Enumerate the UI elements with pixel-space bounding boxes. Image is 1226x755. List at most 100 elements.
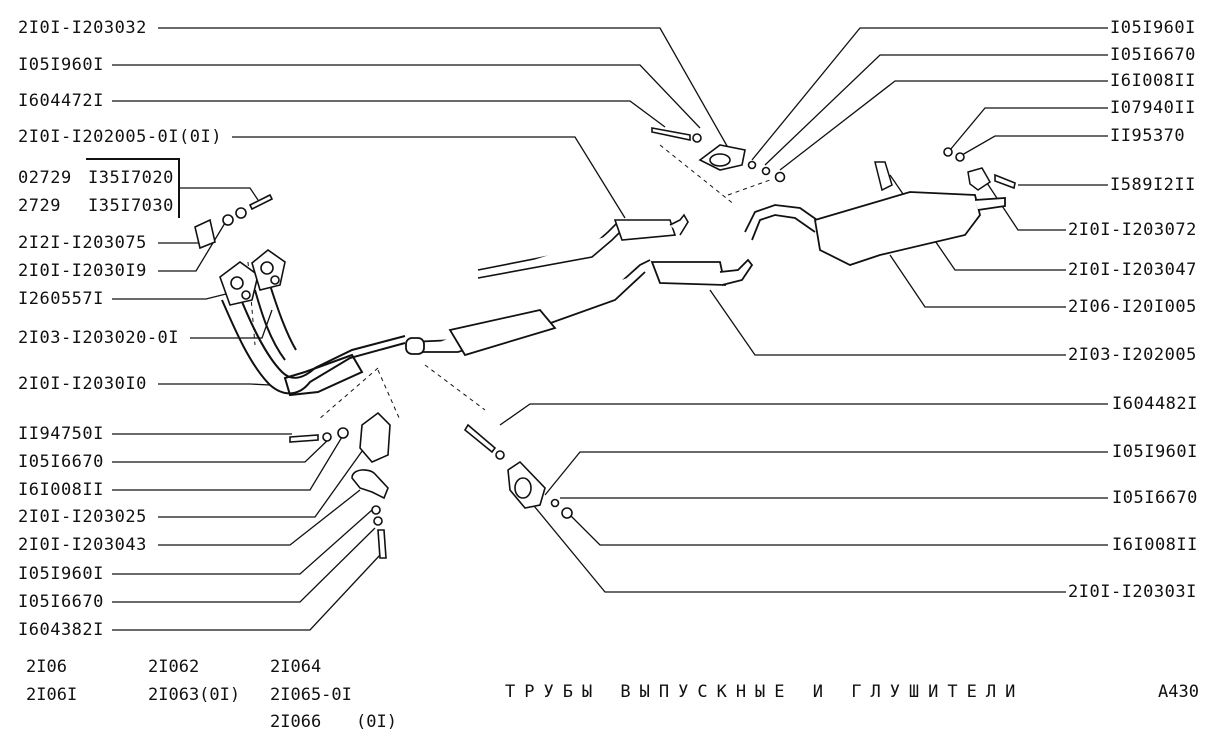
rear-pipe-outlet xyxy=(719,258,754,286)
muffler-bracket xyxy=(967,167,991,191)
flange-hole xyxy=(270,275,280,285)
bolt xyxy=(463,423,497,454)
part-label-left: 2I0I-I203025 xyxy=(18,507,147,527)
leader-line xyxy=(158,217,229,272)
part-label-right: 2I03-I202005 xyxy=(1068,345,1197,365)
leader-line xyxy=(499,403,1108,426)
front-pipe xyxy=(254,289,286,361)
pipe-clamp xyxy=(351,469,389,500)
part-label-left: I604382I xyxy=(18,620,104,640)
leader-line xyxy=(984,179,1066,231)
washer xyxy=(747,160,757,170)
bolt xyxy=(377,529,387,559)
muffler-hanger xyxy=(874,161,893,192)
assembly-guide xyxy=(247,261,256,346)
part-label-right: 2I0I-I203047 xyxy=(1068,260,1197,280)
rear-muffler xyxy=(813,191,981,266)
model-code: 2I063(0I) xyxy=(148,685,241,705)
assembly-guide xyxy=(659,144,736,206)
leader-line xyxy=(112,554,381,631)
leader-line xyxy=(889,254,1066,308)
bolt xyxy=(994,173,1016,190)
model-code: (0I) xyxy=(356,712,397,732)
assembly-guide xyxy=(424,364,486,411)
part-label-left: I05I960I xyxy=(18,564,104,584)
part-label-right: I05I960I xyxy=(1110,18,1196,38)
bolt xyxy=(248,193,274,211)
assembly-guide xyxy=(377,369,401,421)
part-label-left: I05I6670 xyxy=(18,592,104,612)
washer xyxy=(550,498,560,508)
part-label-left: 2I2I-I203075 xyxy=(18,233,147,253)
bracket-plate xyxy=(194,218,216,250)
part-label-left: I6I008II xyxy=(18,480,104,500)
part-label-right: 2I0I-I203072 xyxy=(1068,220,1197,240)
part-bracket-frame xyxy=(86,158,180,218)
washer xyxy=(943,147,953,157)
leader-line xyxy=(569,514,1108,546)
washer xyxy=(371,505,381,515)
resonator-shield xyxy=(283,353,364,397)
part-label-left: 2I0I-I202005-0I(0I) xyxy=(18,127,222,147)
model-code: 2I06 xyxy=(26,657,67,677)
part-label-right: II95370 xyxy=(1110,126,1186,146)
leader-line xyxy=(544,451,1108,496)
part-label-right: 2I06-I20I005 xyxy=(1068,297,1197,317)
page-code: A430 xyxy=(1158,682,1199,702)
assembly-guide xyxy=(727,179,771,196)
rear-muffler-tail xyxy=(974,197,1006,211)
part-label-right: I604482I xyxy=(1112,394,1198,414)
part-label-right: I07940II xyxy=(1110,98,1196,118)
nut xyxy=(373,516,383,526)
part-label-left: 2I03-I203020-0I xyxy=(18,328,180,348)
part-label-left: I35I7020 xyxy=(88,168,174,188)
part-label-left: II94750I xyxy=(18,424,104,444)
leader-line xyxy=(779,80,1108,171)
leader-line xyxy=(751,27,1108,161)
front-pipe xyxy=(269,284,297,351)
leader-line xyxy=(112,289,243,300)
leader-line xyxy=(524,494,1066,593)
model-code: 2I066 xyxy=(270,712,322,732)
leader-line xyxy=(112,100,666,128)
front-pipe xyxy=(237,291,406,379)
part-label-left: 2I0I-I2030I0 xyxy=(18,374,147,394)
part-label-right: I6I008II xyxy=(1112,535,1198,555)
part-label-left: I260557I xyxy=(18,289,104,309)
leader-line xyxy=(158,489,361,546)
leader-line xyxy=(178,187,259,201)
part-label-left: 02729 xyxy=(18,168,72,188)
leader-line xyxy=(764,54,1108,166)
part-label-right: I05I960I xyxy=(1112,442,1198,462)
bolt xyxy=(289,434,319,443)
leader-line xyxy=(158,439,371,518)
part-label-right: 2I0I-I20303I xyxy=(1068,582,1197,602)
part-label-right: I589I2II xyxy=(1110,175,1196,195)
nut xyxy=(955,152,965,162)
leader-line xyxy=(112,64,701,129)
alt-pipe xyxy=(477,231,621,279)
washer xyxy=(322,432,332,442)
clamp-hole xyxy=(514,477,532,499)
part-label-right: I05I6670 xyxy=(1110,45,1196,65)
leader-line xyxy=(949,107,1108,151)
leader-line xyxy=(232,136,626,219)
nut xyxy=(692,133,702,143)
part-label-left: I604472I xyxy=(18,91,104,111)
leader-line xyxy=(158,27,736,161)
leader-line xyxy=(709,289,1066,356)
part-label-right: I6I008II xyxy=(1110,71,1196,91)
leader-line xyxy=(112,509,373,575)
washer xyxy=(761,166,771,176)
part-label-left: 2I0I-I2030I9 xyxy=(18,261,147,281)
nut xyxy=(337,427,349,439)
leader-line xyxy=(961,135,1108,156)
part-label-left: I35I7030 xyxy=(88,196,174,216)
rear-resonator xyxy=(650,261,727,286)
leader-line xyxy=(112,431,346,491)
part-label-left: 2729 xyxy=(18,196,61,216)
alt-resonator xyxy=(613,219,677,241)
leader-line xyxy=(158,383,271,386)
part-label-left: I05I960I xyxy=(18,55,104,75)
